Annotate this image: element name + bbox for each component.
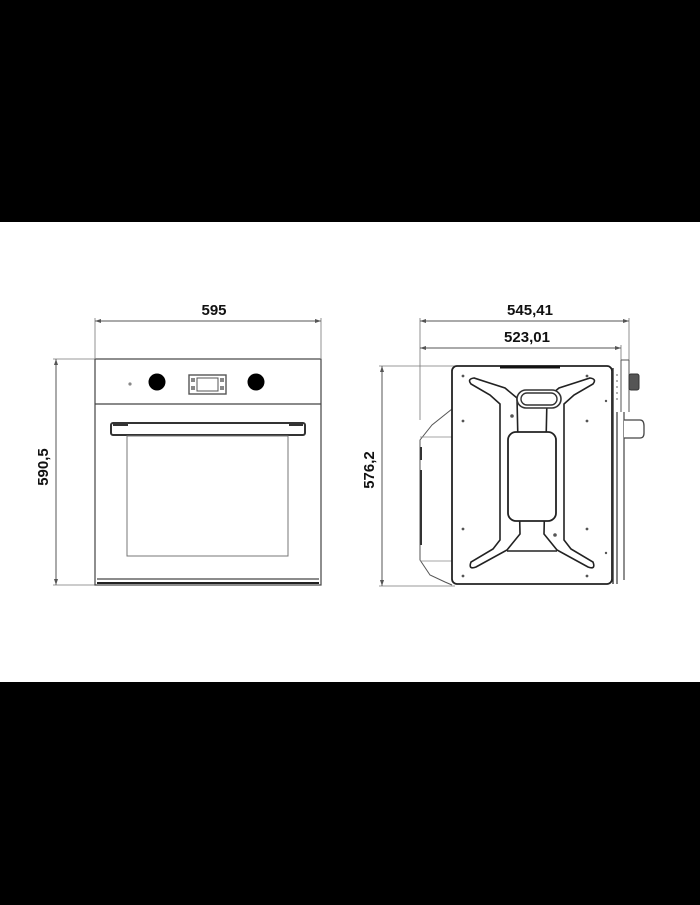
stiffener-right xyxy=(543,377,596,569)
side-cutout-window xyxy=(507,431,557,522)
front-knob-icon xyxy=(628,373,640,391)
door-handle-profile xyxy=(624,419,645,439)
side-view: 545,41 523,01 576,2 xyxy=(361,302,645,587)
display-panel xyxy=(188,374,227,395)
side-body-depth-dimension: 523,01 xyxy=(420,329,622,362)
front-width-dimension: 595 xyxy=(94,302,322,358)
front-width-label: 595 xyxy=(201,302,226,319)
drawing-canvas: 595 590,5 xyxy=(0,222,700,682)
mounting-holes xyxy=(461,374,608,578)
door-edge-profile xyxy=(612,359,630,584)
front-height-label: 590,5 xyxy=(35,448,52,486)
indicator-light-icon xyxy=(128,382,132,386)
side-body-depth-label: 523,01 xyxy=(504,329,550,346)
cavity-profile xyxy=(419,408,453,586)
side-height-label: 576,2 xyxy=(361,451,378,489)
door-handle xyxy=(110,422,306,436)
side-height-dimension: 576,2 xyxy=(361,365,455,587)
letterbox-top xyxy=(0,0,700,222)
front-view: 595 590,5 xyxy=(35,302,322,586)
side-overall-depth-dimension: 545,41 xyxy=(419,302,630,420)
control-knob-right[interactable] xyxy=(247,373,265,391)
control-knob-left[interactable] xyxy=(148,373,166,391)
door-window xyxy=(126,435,289,557)
front-height-dimension: 590,5 xyxy=(35,358,95,586)
letterbox-bottom xyxy=(0,682,700,905)
dimension-drawing: 595 590,5 xyxy=(35,302,645,587)
side-overall-depth-label: 545,41 xyxy=(507,302,553,319)
stiffener-left xyxy=(468,377,521,569)
